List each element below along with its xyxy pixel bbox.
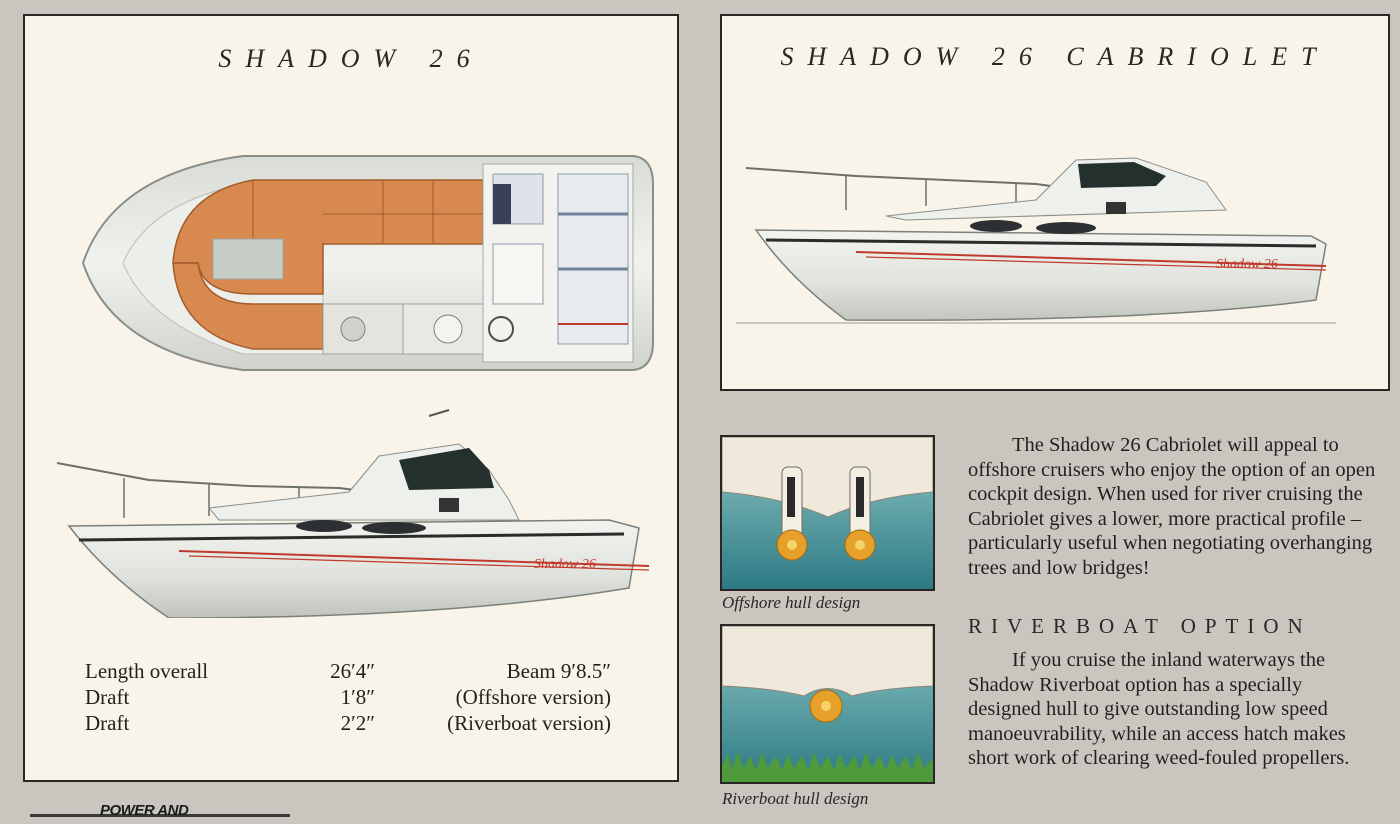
spec-value-length: 26′4″ — [330, 659, 375, 683]
spec-label-draft-riverboat: Draft — [85, 711, 130, 735]
spec-label-length: Length overall — [85, 659, 209, 683]
spec-note-riverboat: (Riverboat version) — [447, 711, 611, 735]
shadow-26-cabriolet-panel: SHADOW 26 CABRIOLET Shadow 26 — [720, 14, 1390, 391]
offshore-hull-diagram — [720, 435, 935, 591]
logo-rule — [30, 814, 290, 817]
riverboat-hull-caption: Riverboat hull design — [722, 789, 869, 808]
riverboat-paragraph: If you cruise the inland waterways the S… — [968, 649, 1350, 769]
riverboat-hull-diagram — [720, 624, 935, 784]
hull-decal: Shadow 26 — [534, 557, 596, 572]
cabriolet-side-illustration: Shadow 26 — [736, 157, 1336, 324]
deck-plan-illustration — [81, 155, 654, 371]
spec-note-offshore: (Offshore version) — [455, 685, 611, 709]
spec-label-draft-offshore: Draft — [85, 685, 130, 709]
spec-value-draft-riverboat: 2′2″ — [340, 711, 375, 735]
riverboat-description: If you cruise the inland waterways the S… — [968, 648, 1378, 771]
cabriolet-description: The Shadow 26 Cabriolet will appeal to o… — [968, 433, 1384, 580]
spec-value-draft-offshore: 1′8″ — [340, 685, 375, 709]
shadow-26-panel: SHADOW 26 — [23, 14, 679, 782]
cabriolet-paragraph: The Shadow 26 Cabriolet will appeal to o… — [968, 434, 1376, 579]
panel-title: SHADOW 26 CABRIOLET — [780, 42, 1330, 71]
offshore-hull-caption: Offshore hull design — [722, 593, 861, 612]
logo-text: POWER AND — [100, 802, 189, 819]
panel-title: SHADOW 26 — [218, 44, 484, 73]
tunnel-propeller-icon — [722, 626, 933, 782]
spec-note-beam: Beam 9′8.5″ — [506, 659, 611, 683]
hull-decal: Shadow 26 — [1216, 257, 1278, 272]
riverboat-option-heading: RIVERBOAT OPTION — [968, 614, 1312, 638]
twin-propeller-icon — [722, 437, 933, 589]
power-and-logo: POWER AND — [30, 802, 290, 824]
shadow-26-side-illustration: Shadow 26 — [56, 409, 650, 618]
